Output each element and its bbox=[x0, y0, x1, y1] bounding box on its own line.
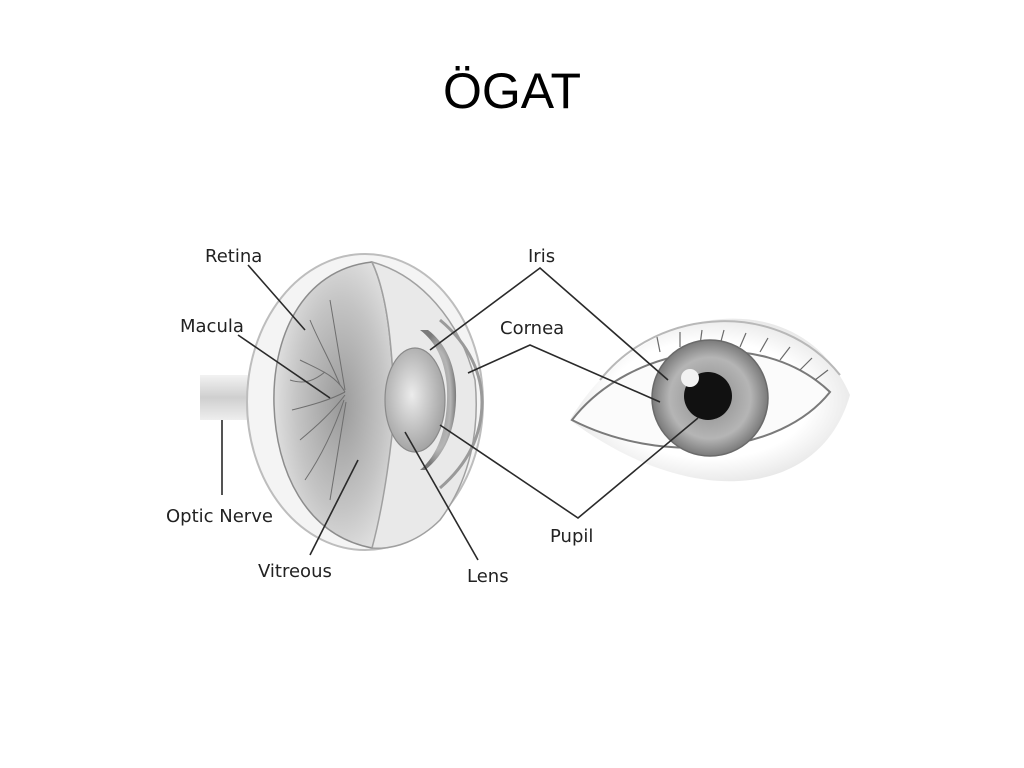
cornea-section bbox=[439, 318, 484, 490]
label-iris: Iris bbox=[528, 246, 555, 267]
eyeball-cross-section bbox=[200, 253, 484, 551]
label-retina: Retina bbox=[205, 246, 262, 267]
eye-highlight bbox=[681, 369, 699, 387]
leader-lines bbox=[221, 264, 699, 561]
label-pupil: Pupil bbox=[550, 526, 593, 547]
slide-title: ÖGAT bbox=[443, 63, 581, 119]
front-eye-view bbox=[570, 318, 850, 482]
eyelid-crease bbox=[599, 320, 841, 381]
label-vitreous: Vitreous bbox=[258, 561, 332, 582]
label-optic-nerve: Optic Nerve bbox=[166, 506, 273, 527]
iris-section bbox=[420, 330, 457, 470]
label-macula: Macula bbox=[180, 316, 244, 337]
retina-vessels bbox=[289, 299, 347, 501]
label-cornea: Cornea bbox=[500, 318, 564, 339]
lens-shape bbox=[384, 347, 446, 453]
label-lens: Lens bbox=[467, 566, 509, 587]
